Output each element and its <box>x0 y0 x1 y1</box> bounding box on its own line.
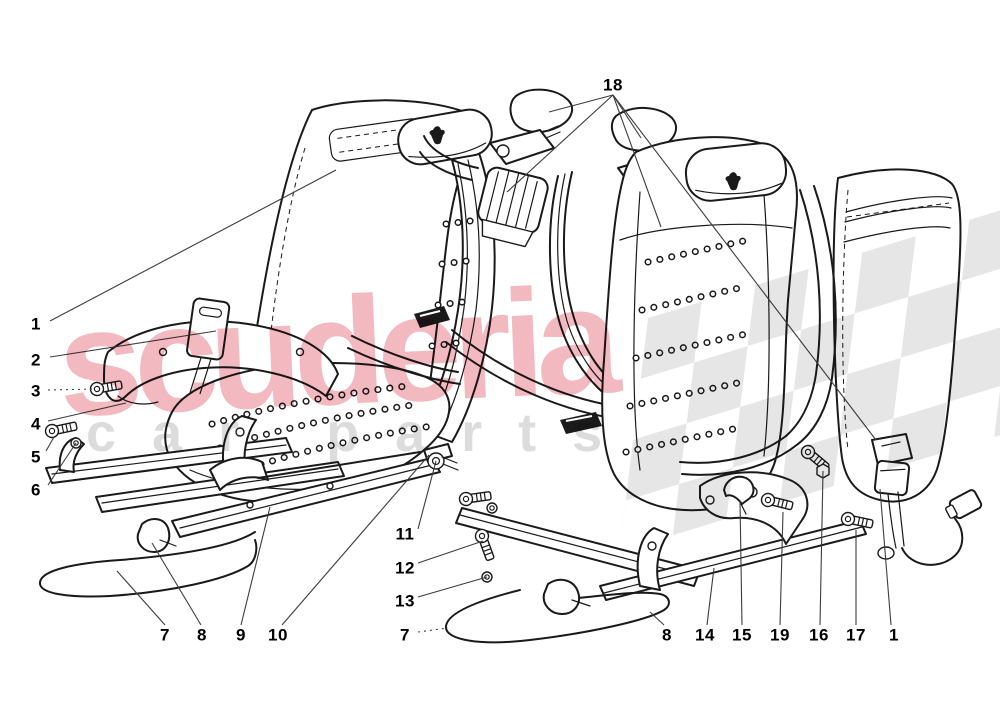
part-number-label: 8 <box>662 625 672 645</box>
left-seat-belt-pillar <box>419 149 496 443</box>
part-number-label: 8 <box>197 625 207 645</box>
bolt-5 <box>43 418 79 440</box>
leader-line <box>612 94 642 139</box>
right-seat-headrest <box>684 142 788 202</box>
part-number-label: 18 <box>603 75 623 95</box>
part-number-label: 10 <box>268 625 288 645</box>
leader-line <box>151 542 202 626</box>
part-number-label: 7 <box>400 625 410 645</box>
leader-line <box>548 94 614 113</box>
leader-line <box>49 330 217 358</box>
leader-line <box>240 506 271 626</box>
part-number-label: 16 <box>809 625 829 645</box>
part-number-label: 5 <box>31 447 41 467</box>
left-seat-rails <box>39 377 453 598</box>
lamborghini-bull-icon <box>725 172 741 191</box>
part-number-label: 1 <box>31 314 41 334</box>
bolt-12-left <box>457 488 493 508</box>
left-seat-headrest <box>397 108 493 166</box>
leader-line <box>45 436 55 452</box>
seat-belt-buckle <box>186 297 231 395</box>
part-number-label: 12 <box>395 558 415 578</box>
tube-knob <box>542 578 580 615</box>
leader-line <box>47 402 127 422</box>
leader-line <box>417 627 449 633</box>
leader-line <box>47 442 77 486</box>
part-number-label: 14 <box>695 625 715 645</box>
tube-knob <box>136 518 171 553</box>
belt-retractor-left <box>419 88 574 248</box>
left-seat-lap-belt <box>347 306 461 385</box>
part-number-label: 17 <box>846 625 866 645</box>
leader-line <box>417 460 437 530</box>
leader-line <box>417 540 484 564</box>
leader-line <box>506 94 614 193</box>
leader-line <box>649 611 665 626</box>
leader-line <box>49 169 337 322</box>
lamborghini-bull-icon <box>429 126 445 145</box>
part-number-label: 9 <box>236 625 246 645</box>
release-tube-handle <box>39 531 258 598</box>
leader-line <box>706 567 715 626</box>
part-number-label: 3 <box>31 381 41 401</box>
leader-line <box>819 470 824 626</box>
part-number-label: 7 <box>160 625 170 645</box>
part-number-label: 1 <box>889 625 899 645</box>
leader-line <box>47 388 97 391</box>
leader-line <box>116 570 166 626</box>
part-number-label: 2 <box>31 350 41 370</box>
part-number-label: 19 <box>770 625 790 645</box>
leader-line <box>417 576 488 598</box>
left-seat <box>103 99 496 503</box>
part-number-label: 6 <box>31 480 41 500</box>
part-number-label: 4 <box>31 414 41 434</box>
leader-line <box>281 454 430 626</box>
part-number-label: 11 <box>395 524 415 544</box>
part-number-label: 13 <box>395 591 415 611</box>
release-tube-handle <box>444 589 670 644</box>
leader-lines <box>45 94 892 633</box>
part-number-label: 15 <box>732 625 752 645</box>
